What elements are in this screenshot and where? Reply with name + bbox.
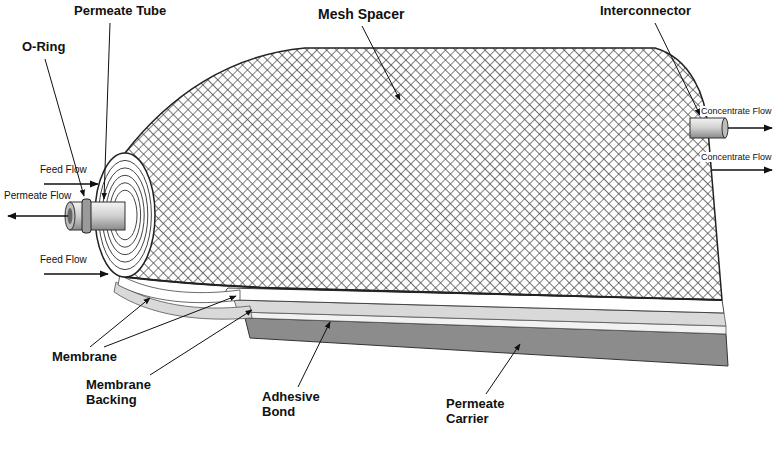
flow-arrow xyxy=(44,183,98,184)
permeate-tube xyxy=(65,202,125,230)
part-label: Adhesive Bond xyxy=(262,390,332,420)
flow-arrow xyxy=(728,127,772,128)
part-label: Permeate Carrier xyxy=(446,397,526,427)
part-label: Membrane xyxy=(52,350,117,365)
flow-arrow xyxy=(712,169,772,170)
o-ring xyxy=(82,199,91,233)
flow-label: Feed Flow xyxy=(40,254,87,266)
leader-line xyxy=(486,344,520,394)
flow-label: Feed Flow xyxy=(40,164,87,176)
flow-arrow xyxy=(44,273,108,274)
leader-line xyxy=(150,310,252,375)
leader-line xyxy=(104,23,110,199)
flow-arrow xyxy=(8,215,68,216)
part-label: Membrane Backing xyxy=(86,378,166,408)
part-label: Interconnector xyxy=(600,4,691,19)
leader-line xyxy=(655,23,700,115)
part-label: Mesh Spacer xyxy=(318,6,404,22)
flow-label: Concentrate Flow xyxy=(700,106,773,116)
leader-line xyxy=(362,26,400,100)
leader-line xyxy=(45,59,84,196)
flow-label: Permeate Flow xyxy=(4,190,71,202)
leader-line xyxy=(104,296,236,347)
mesh-spacer-sheet xyxy=(125,48,722,300)
leader-line xyxy=(298,322,330,387)
interconnector xyxy=(690,118,728,138)
leader-line xyxy=(90,298,150,347)
part-label: Permeate Tube xyxy=(74,4,166,19)
mesh-spacer-edge xyxy=(125,277,722,300)
part-label: O-Ring xyxy=(22,40,65,55)
flow-label: Concentrate Flow xyxy=(700,152,773,162)
